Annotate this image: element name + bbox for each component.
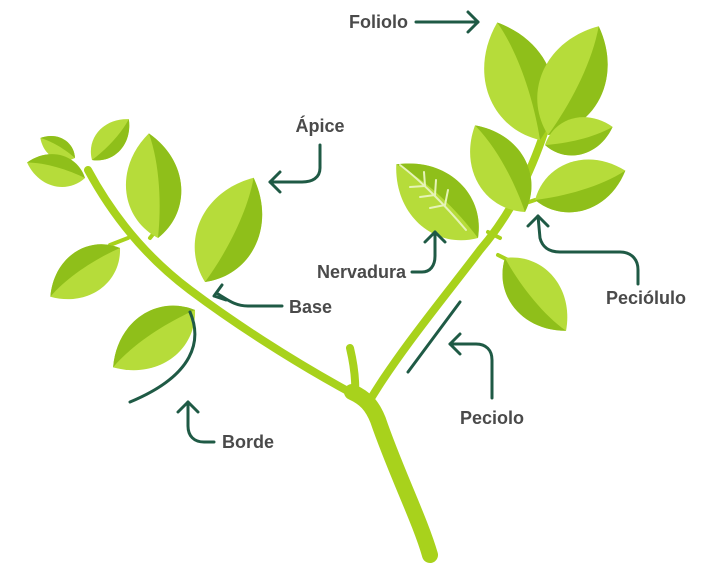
label-borde: Borde bbox=[222, 432, 274, 452]
arrow-borde bbox=[178, 402, 214, 442]
label-peciolulo: Peciólulo bbox=[606, 288, 686, 308]
label-nervadura: Nervadura bbox=[317, 262, 407, 282]
arrow-peciolo bbox=[450, 334, 492, 398]
arrow-base bbox=[214, 285, 282, 306]
label-base: Base bbox=[289, 297, 332, 317]
label-peciolo: Peciolo bbox=[460, 408, 524, 428]
main-stem bbox=[352, 392, 430, 555]
arrow-apice bbox=[270, 145, 320, 192]
label-apice: Ápice bbox=[295, 115, 344, 136]
leaves bbox=[23, 11, 633, 389]
leaf-apice bbox=[178, 165, 281, 295]
arrow-nervadura bbox=[412, 232, 445, 272]
leaf-left-mid bbox=[121, 131, 185, 240]
label-foliolo: Foliolo bbox=[349, 12, 408, 32]
left-petiolule-1 bbox=[110, 238, 128, 245]
leaf-right-mid bbox=[527, 147, 633, 224]
arrow-foliolo bbox=[416, 12, 478, 32]
